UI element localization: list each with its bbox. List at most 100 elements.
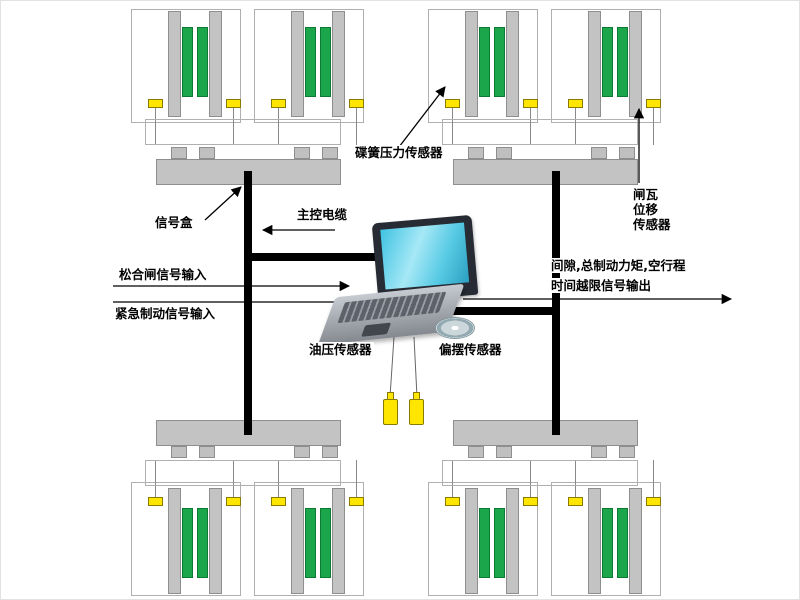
laptop-computer — [317, 214, 482, 346]
connector-block — [496, 147, 512, 159]
connector-block — [468, 446, 484, 458]
sensor-wire — [653, 460, 654, 497]
brake-pad — [479, 508, 490, 578]
brake-unit-outline — [131, 9, 241, 123]
label-output-signal-1: 间隙,总制动力矩,空行程 — [549, 258, 688, 273]
sensor-block-icon — [523, 99, 538, 108]
sensor-block-icon — [445, 99, 460, 108]
sensor-block-icon — [349, 99, 364, 108]
oil-pressure-sensor-cylinder — [383, 399, 398, 425]
brake-pad — [617, 508, 628, 578]
sensor-block-icon — [271, 497, 286, 506]
sensor-block-icon — [445, 497, 460, 506]
laptop-keyboard — [337, 291, 447, 324]
label-shoe-displacement-line1: 闸瓦 — [633, 187, 659, 202]
laptop-touchpad — [361, 322, 392, 337]
sensor-wire — [233, 108, 234, 145]
sensor-block-icon — [148, 497, 163, 506]
sensor-wire — [278, 108, 279, 145]
brake-pad — [197, 508, 208, 578]
label-oil-pressure-sensor: 油压传感器 — [307, 342, 374, 357]
connector-block — [591, 446, 607, 458]
brake-unit — [551, 9, 663, 145]
brake-assembly-top-left — [131, 9, 366, 189]
sensor-wire — [356, 460, 357, 497]
brake-pad — [494, 27, 505, 97]
brake-unit — [428, 460, 540, 596]
brake-plate — [588, 488, 601, 594]
connector-block — [199, 446, 215, 458]
base-beam — [453, 420, 638, 446]
connector-block — [619, 446, 635, 458]
sensor-block-icon — [568, 99, 583, 108]
brake-plate — [332, 488, 345, 594]
sensor-wire — [530, 108, 531, 145]
assembly-frame — [442, 119, 638, 145]
brake-plate — [629, 488, 642, 594]
sensor-block-icon — [349, 497, 364, 506]
label-disc-spring-pressure-sensor: 碟簧压力传感器 — [353, 145, 445, 160]
brake-pad — [197, 27, 208, 97]
sensor-block-icon — [271, 99, 286, 108]
sensor-block-icon — [646, 99, 661, 108]
connector-block — [322, 446, 338, 458]
label-shoe-displacement-line3: 传感器 — [633, 217, 671, 232]
control-cable-right-horizontal — [453, 307, 560, 315]
label-deflection-sensor: 偏摆传感器 — [437, 342, 504, 357]
brake-plate — [168, 11, 181, 117]
brake-pad — [305, 27, 316, 97]
brake-plate — [629, 11, 642, 117]
brake-plate — [506, 488, 519, 594]
brake-plate — [291, 488, 304, 594]
brake-pad — [320, 508, 331, 578]
brake-plate — [168, 488, 181, 594]
label-brake-release-signal-input: 松合闸信号输入 — [117, 267, 209, 282]
oil-sensor-wire — [389, 336, 395, 398]
brake-unit — [551, 460, 663, 596]
sensor-block-icon — [646, 497, 661, 506]
connector-block — [294, 446, 310, 458]
brake-plate — [332, 11, 345, 117]
connector-block — [294, 147, 310, 159]
sensor-block-icon — [568, 497, 583, 506]
sensor-block-icon — [148, 99, 163, 108]
connector-block — [322, 147, 338, 159]
assembly-frame — [442, 460, 638, 486]
label-emergency-brake-signal-input: 紧急制动信号输入 — [113, 306, 218, 321]
connector-block — [468, 147, 484, 159]
brake-plate — [291, 11, 304, 117]
signal-box-arrow — [204, 186, 242, 221]
deflection-sensor-wire — [413, 336, 418, 398]
connector-block — [619, 147, 635, 159]
brake-unit-outline — [428, 9, 538, 123]
base-beam — [453, 159, 638, 185]
brake-pad — [182, 508, 193, 578]
brake-pad — [602, 508, 613, 578]
sensor-wire — [653, 108, 654, 145]
connector-block — [496, 446, 512, 458]
connector-block — [171, 446, 187, 458]
brake-plate — [465, 488, 478, 594]
deflection-sensor-cylinder — [409, 399, 424, 425]
brake-unit-outline — [254, 9, 364, 123]
brake-unit — [131, 460, 243, 596]
brake-pad — [479, 27, 490, 97]
brake-plate — [588, 11, 601, 117]
cd-disc-icon — [435, 317, 475, 339]
brake-pad — [494, 508, 505, 578]
assembly-frame — [145, 460, 341, 486]
connector-block — [199, 147, 215, 159]
brake-plate — [209, 11, 222, 117]
label-output-signal-2: 时间越限信号输出 — [549, 278, 654, 293]
sensor-wire — [155, 108, 156, 145]
label-main-control-cable: 主控电缆 — [295, 207, 350, 222]
sensor-wire — [356, 108, 357, 145]
control-cable-left-vertical — [244, 171, 252, 435]
sensor-wire — [452, 108, 453, 145]
sensor-block-icon — [226, 497, 241, 506]
brake-assembly-bottom-right — [428, 416, 663, 596]
control-cable-right-vertical — [552, 171, 560, 435]
brake-unit — [254, 9, 366, 145]
brake-pad — [182, 27, 193, 97]
